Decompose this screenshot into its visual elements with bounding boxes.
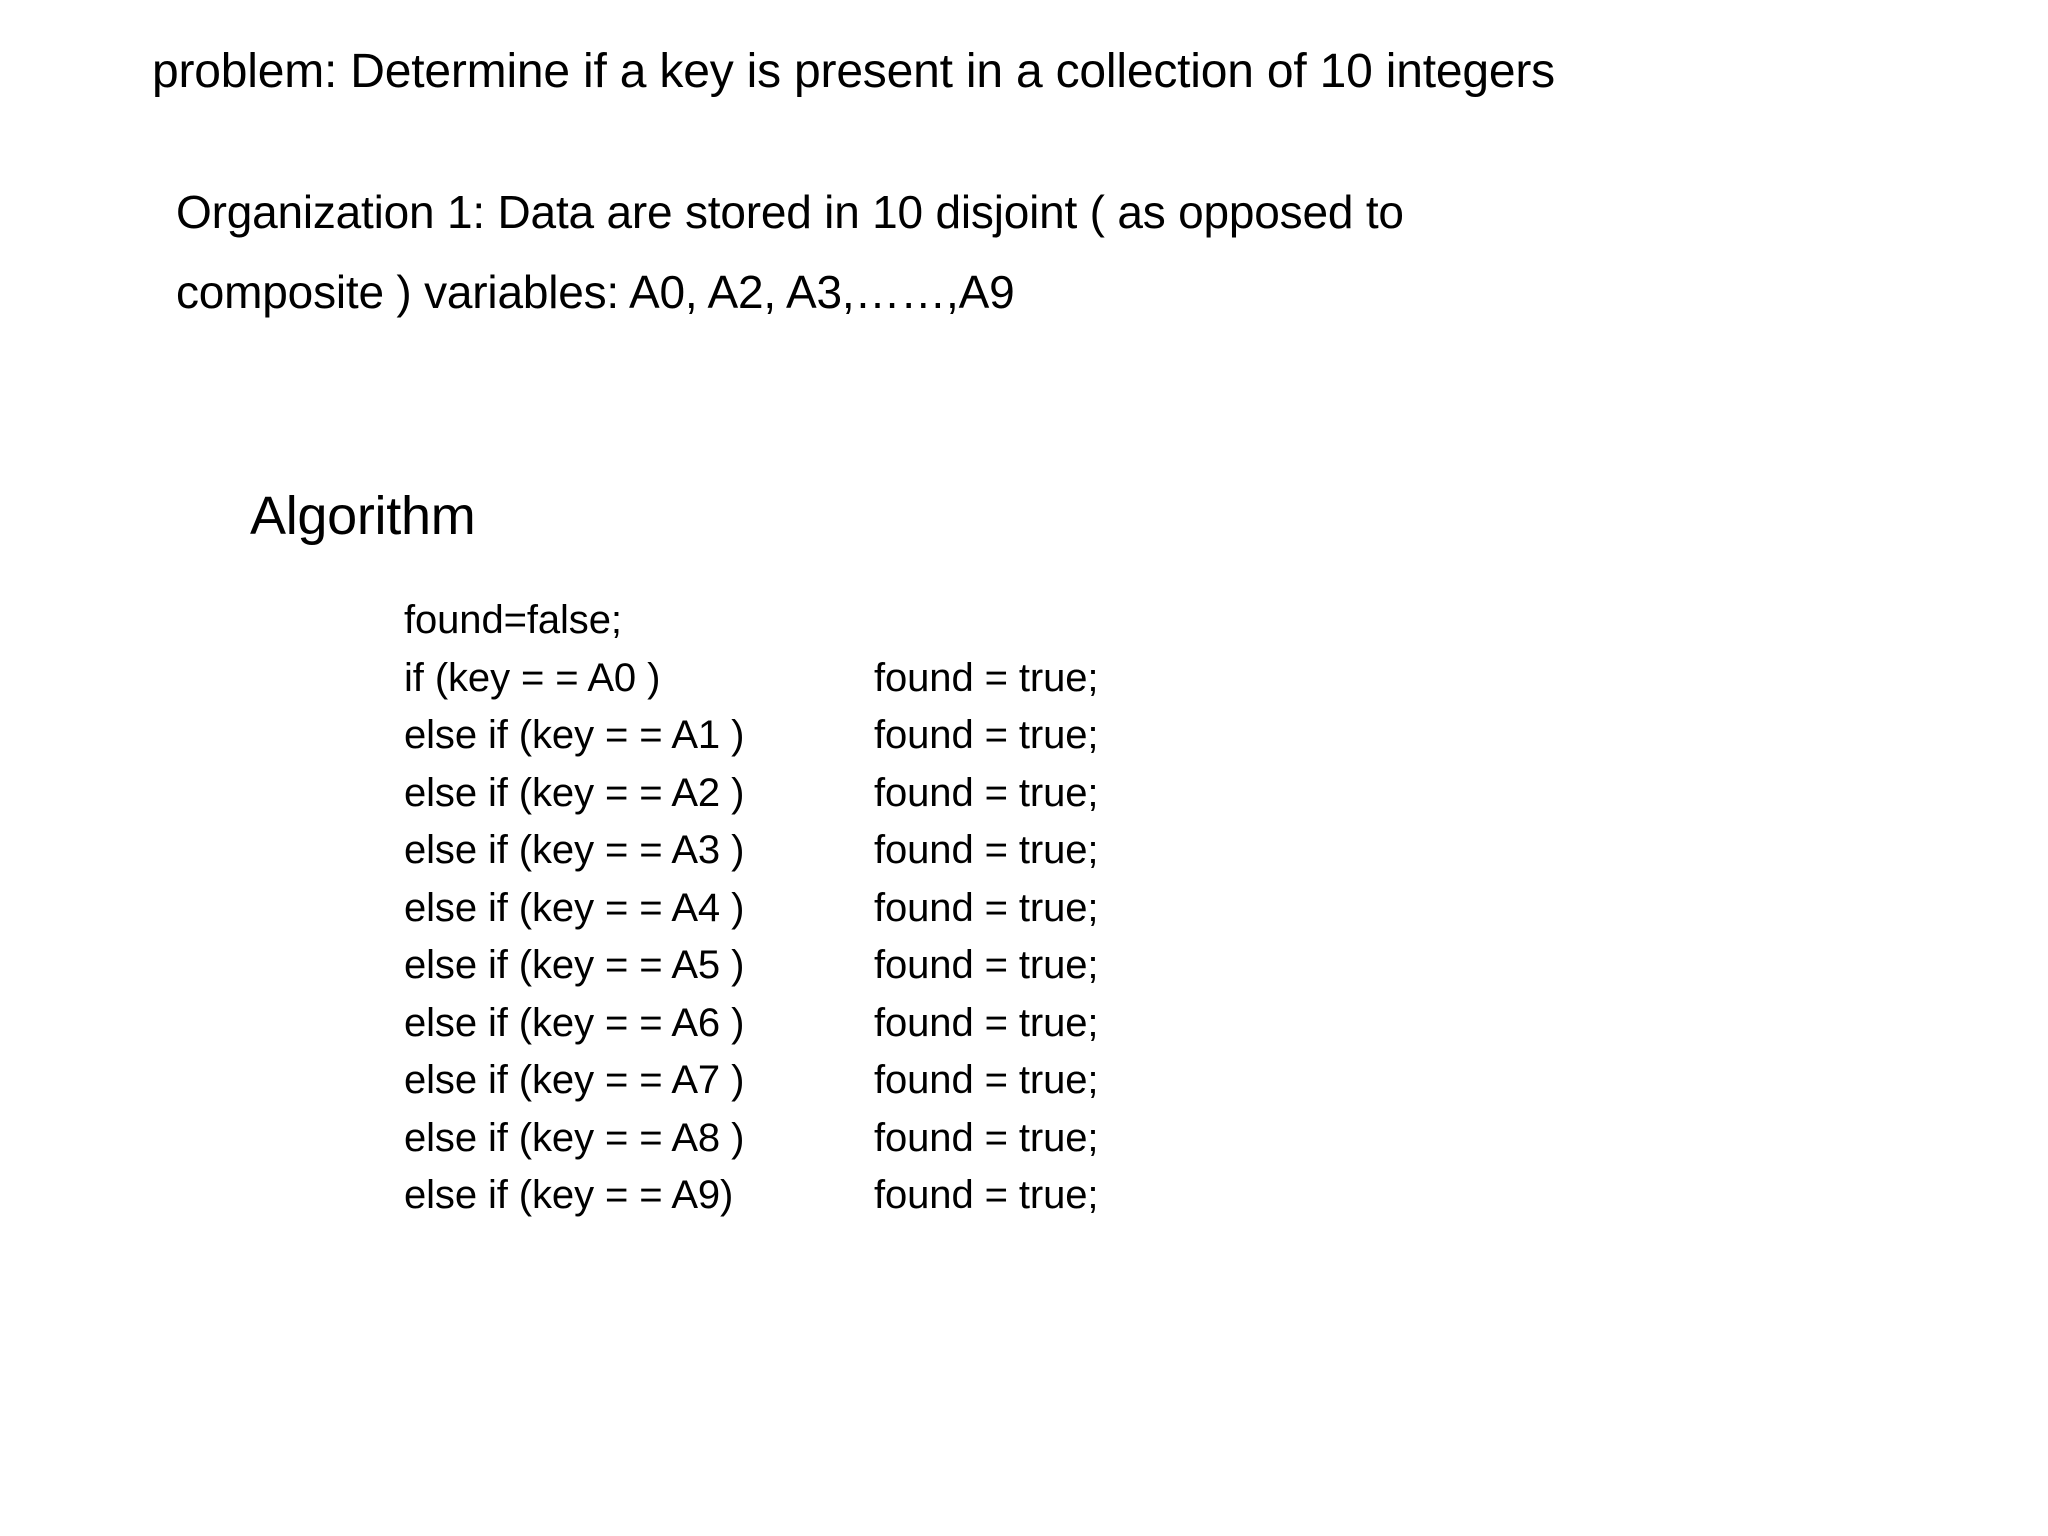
code-line: else if (key = = A1 ) found = true; [404, 707, 1099, 765]
organization-block: Organization 1: Data are stored in 10 di… [176, 172, 1816, 332]
code-line: else if (key = = A2 ) found = true; [404, 765, 1099, 823]
algorithm-code-block: found=false; if (key = = A0 ) found = tr… [404, 592, 1099, 1225]
code-action: found = true; [874, 655, 1099, 700]
code-action: found = true; [874, 885, 1099, 930]
code-condition: else if (key = = A6 ) [404, 1000, 745, 1045]
code-condition: else if (key = = A9) [404, 1173, 734, 1217]
code-condition: else if (key = = A3 ) [404, 828, 745, 872]
code-condition: found=false; [404, 598, 622, 642]
code-action: found = true; [874, 1058, 1099, 1102]
code-line: else if (key = = A5 ) found = true; [404, 937, 1099, 995]
code-condition: else if (key = = A5 ) [404, 943, 745, 987]
code-action: found = true; [874, 828, 1099, 872]
code-line: else if (key = = A6 ) found = true; [404, 995, 1099, 1053]
code-line: else if (key = = A3 ) found = true; [404, 822, 1099, 880]
code-line: else if (key = = A7 ) found = true; [404, 1052, 1099, 1110]
algorithm-heading: Algorithm [250, 486, 476, 546]
code-action: found = true; [874, 770, 1099, 815]
code-action: found = true; [874, 1115, 1099, 1160]
code-condition: else if (key = = A1 ) [404, 713, 745, 757]
code-condition: else if (key = = A8 ) [404, 1115, 745, 1160]
code-line: else if (key = = A4 ) found = true; [404, 880, 1099, 938]
code-line: found=false; [404, 592, 1098, 650]
problem-statement: problem: Determine if a key is present i… [152, 45, 1555, 98]
code-condition: else if (key = = A2 ) [404, 770, 745, 815]
code-line: else if (key = = A8 ) found = true; [404, 1110, 1099, 1168]
organization-line-2: composite ) variables: A0, A2, A3,……,A9 [176, 266, 1015, 318]
code-action: found = true; [874, 1173, 1099, 1217]
code-condition: if (key = = A0 ) [404, 655, 661, 700]
organization-line-1: Organization 1: Data are stored in 10 di… [176, 186, 1404, 238]
code-action: found = true; [874, 943, 1099, 987]
code-condition: else if (key = = A4 ) [404, 885, 745, 930]
code-line: if (key = = A0 ) found = true; [404, 650, 1099, 708]
code-line: else if (key = = A9) found = true; [404, 1167, 1099, 1225]
code-action: found = true; [874, 713, 1099, 757]
code-action: found = true; [874, 1000, 1099, 1045]
code-condition: else if (key = = A7 ) [404, 1058, 745, 1102]
